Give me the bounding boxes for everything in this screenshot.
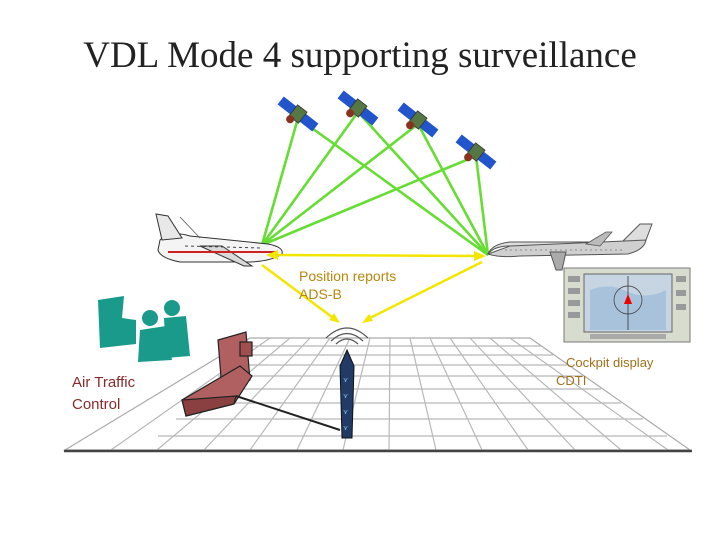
satellite-links xyxy=(260,111,490,257)
ground-cable xyxy=(235,395,341,431)
ground-station-icon xyxy=(181,331,253,417)
satellite-icon xyxy=(337,90,379,126)
airliner-left-icon xyxy=(155,213,283,267)
svg-text:⋎: ⋎ xyxy=(343,392,348,400)
satellite-icon xyxy=(455,134,497,170)
satellite-icon xyxy=(277,96,319,132)
atc-label-line1: Air Traffic xyxy=(72,374,136,391)
ads-b-label: ADS-B xyxy=(299,286,342,302)
atc-controllers-icon xyxy=(98,296,190,362)
airliner-right-icon xyxy=(486,223,653,271)
svg-text:⋎: ⋎ xyxy=(343,424,348,432)
cdti-label: CDTI xyxy=(556,373,587,388)
slide-title: VDL Mode 4 supporting surveillance xyxy=(83,35,637,76)
cockpit-display-icon xyxy=(563,267,691,343)
signal-waves xyxy=(325,327,369,345)
cockpit-display-label: Cockpit display xyxy=(566,355,654,370)
svg-text:⋎: ⋎ xyxy=(343,408,348,416)
ads-b-arrows xyxy=(261,250,486,323)
svg-text:⋎: ⋎ xyxy=(343,376,348,384)
antenna-tower-icon: ⋎ ⋎ ⋎ ⋎ xyxy=(339,348,355,439)
satellite-icon xyxy=(397,102,439,138)
atc-label-line2: Control xyxy=(72,396,121,413)
position-reports-label: Position reports xyxy=(299,268,397,284)
